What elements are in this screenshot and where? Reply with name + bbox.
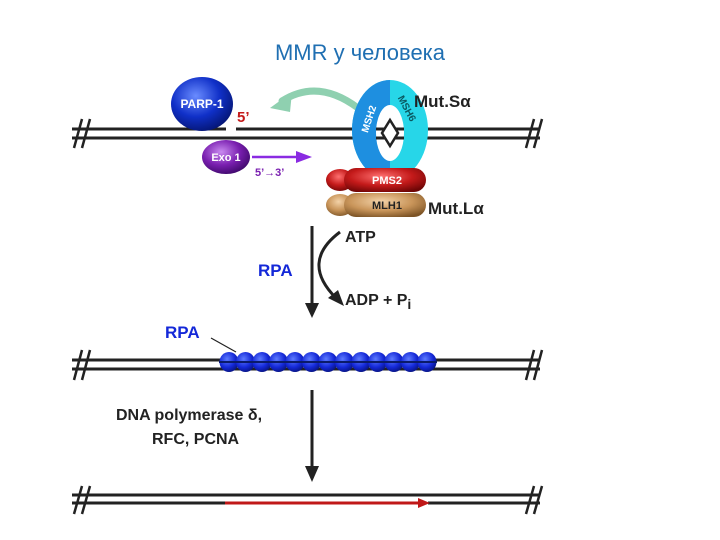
purple-arrowhead <box>296 151 312 163</box>
dna-duplex-top <box>72 118 544 149</box>
mutla-complex: PMS2 MLH1 <box>326 168 426 217</box>
rpa-chain <box>219 352 437 372</box>
adp-label: ADP + P <box>345 292 408 309</box>
mutsa-complex: MSH2 MSH6 <box>352 80 428 180</box>
rpa-pointer-line <box>210 337 237 353</box>
rpa-label-side: RPA <box>258 261 293 280</box>
exo1-label: Exo 1 <box>211 152 240 164</box>
adp-pi-label: ADP + Pi <box>345 292 411 312</box>
polymerase-label-line2: RFC, PCNA <box>152 431 240 448</box>
parp1-protein: PARP-1 <box>171 77 233 131</box>
new-dna-strand-arrowhead <box>418 498 430 508</box>
pms2-subunit <box>344 168 426 192</box>
mlh1-label: MLH1 <box>372 200 402 212</box>
step-arrow-1-head <box>305 303 319 318</box>
dna-duplex-bottom <box>72 485 544 515</box>
exo1-protein: Exo 1 <box>202 140 250 174</box>
parp1-label: PARP-1 <box>180 97 223 111</box>
direction-label: 5’→3’ <box>255 167 284 179</box>
mismatch-marker <box>380 117 400 149</box>
adp-subscript: i <box>407 296 411 312</box>
mlh1-subunit <box>344 193 426 217</box>
mutla-label: Mut.Lα <box>428 199 484 218</box>
atp-label: ATP <box>345 229 376 246</box>
green-arrowhead <box>270 92 292 112</box>
green-arrow <box>278 87 362 112</box>
rpa-label-top: RPA <box>165 323 200 342</box>
five-prime-label: 5’ <box>237 109 250 126</box>
pms2-label: PMS2 <box>372 175 402 187</box>
atp-curved-arrow <box>317 230 341 300</box>
atp-curved-arrowhead <box>328 290 344 306</box>
step-arrow-2-head <box>305 466 319 482</box>
mutsa-label: Mut.Sα <box>414 92 471 111</box>
page-title: MMR у человека <box>275 40 446 65</box>
msh2-subunit <box>352 80 390 180</box>
polymerase-label-line1: DNA polymerase δ, <box>116 407 262 424</box>
